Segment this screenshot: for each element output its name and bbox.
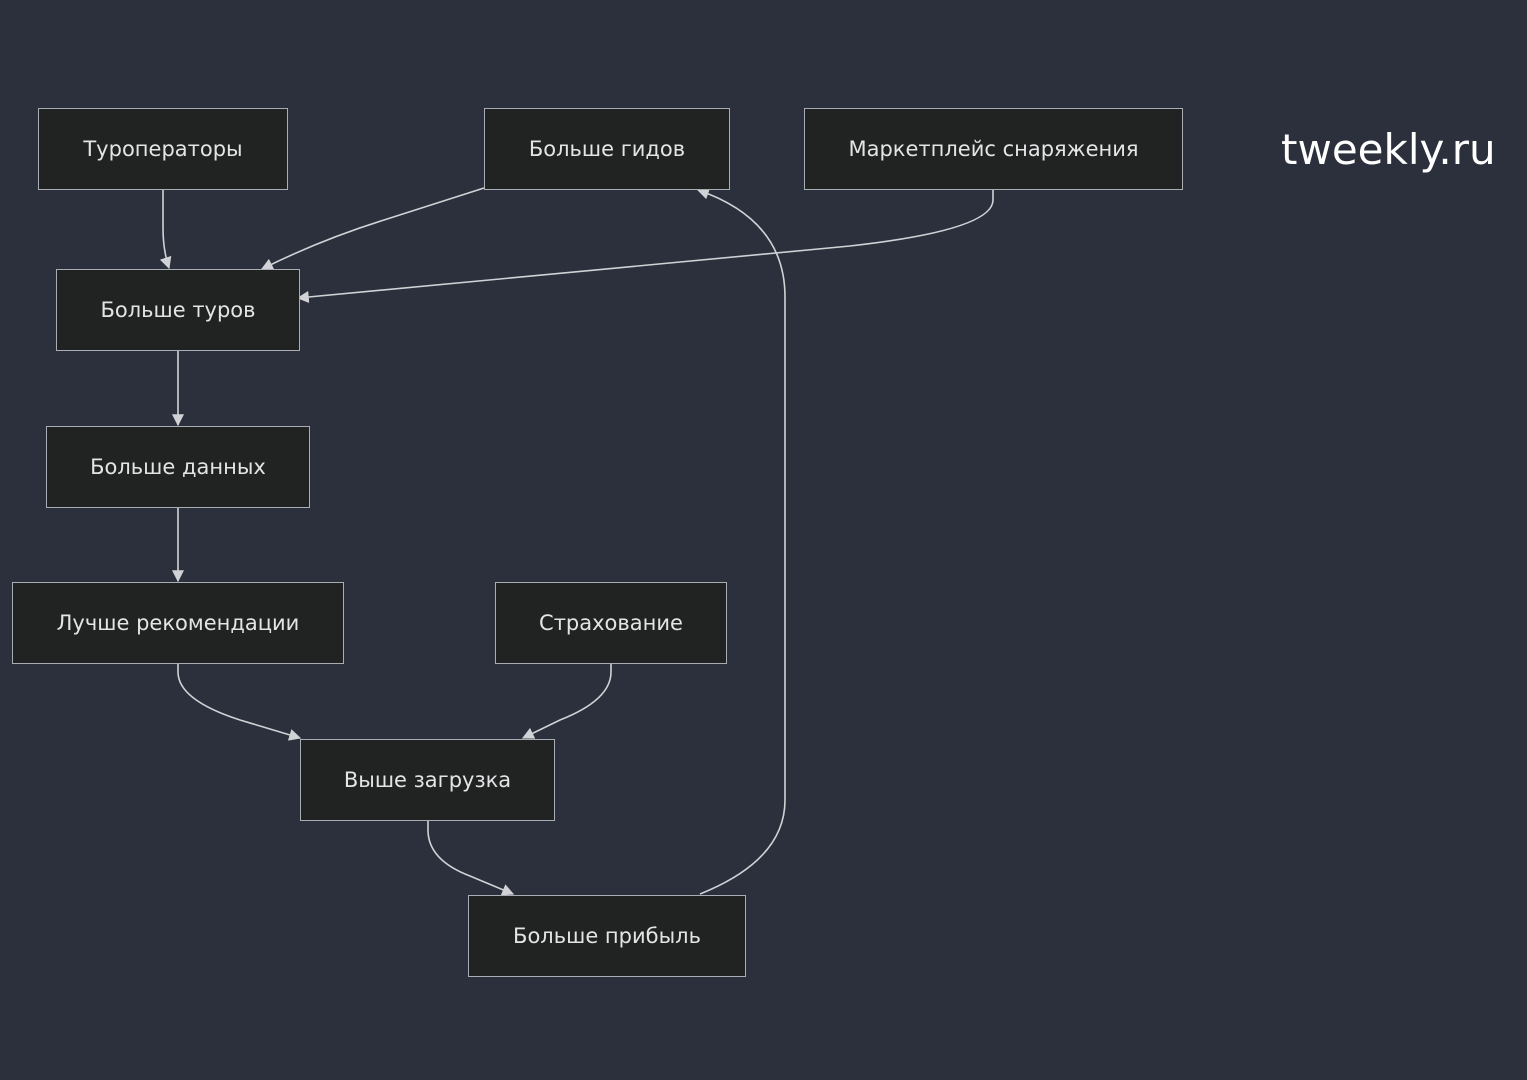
edge-higher-load-to-more-profit (427, 821, 515, 896)
node-insurance: Страхование (495, 582, 727, 664)
edge-gear-marketplace-to-more-tours (296, 190, 994, 303)
node-higher-load: Выше загрузка (300, 739, 555, 821)
node-label: Выше загрузка (343, 768, 512, 792)
node-label: Больше гидов (528, 137, 686, 161)
node-label: Больше туров (100, 298, 256, 322)
node-more-tours: Больше туров (56, 269, 300, 351)
edge-touroperators-to-more-tours (159, 190, 172, 270)
watermark-text: tweekly.ru (1281, 125, 1496, 174)
edge-more-profit-to-more-guides (696, 187, 786, 895)
node-better-recommendations: Лучше рекомендации (12, 582, 344, 664)
node-more-data: Больше данных (46, 426, 310, 508)
node-label: Лучше рекомендации (56, 611, 300, 635)
node-label: Туроператоры (83, 137, 243, 161)
node-more-profit: Больше прибыль (468, 895, 746, 977)
node-touroperators: Туроператоры (38, 108, 288, 190)
node-label: Больше прибыль (513, 924, 701, 948)
node-gear-marketplace: Маркетплейс снаряжения (804, 108, 1183, 190)
edge-insurance-to-higher-load (521, 664, 612, 739)
edge-more-guides-to-more-tours (260, 187, 485, 270)
node-label: Страхование (539, 611, 683, 635)
node-label: Маркетплейс снаряжения (848, 137, 1139, 161)
edge-better-recs-to-higher-load (177, 664, 302, 741)
node-label: Больше данных (90, 455, 266, 479)
node-more-guides: Больше гидов (484, 108, 730, 190)
